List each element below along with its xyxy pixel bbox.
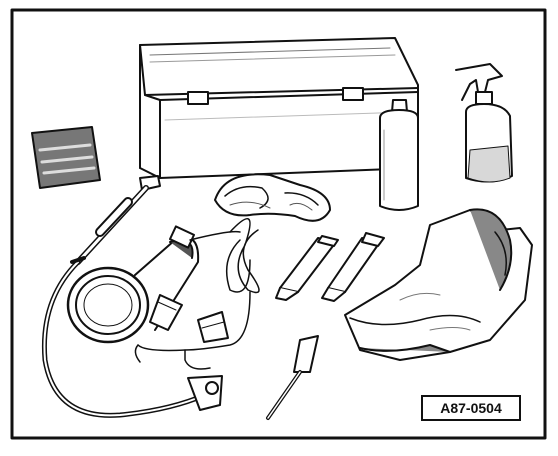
lamp-cable xyxy=(134,218,260,370)
injector-probe xyxy=(266,335,319,420)
figure-reference-code: A87-0504 xyxy=(421,395,521,421)
figure-frame xyxy=(10,8,547,440)
dye-cartridge-1 xyxy=(275,235,339,301)
injector-hose xyxy=(41,175,223,418)
carry-case xyxy=(139,37,419,179)
spray-bottle xyxy=(455,63,513,183)
uv-lamp xyxy=(66,225,200,344)
safety-goggles xyxy=(214,173,331,222)
dye-bottle xyxy=(379,99,419,211)
case-latch-right xyxy=(342,87,364,101)
instruction-card xyxy=(31,126,101,189)
dye-cartridge-2 xyxy=(321,232,385,302)
case-latch-left xyxy=(187,91,209,105)
battery-clip-right xyxy=(197,311,229,343)
battery-clip-left xyxy=(149,294,183,331)
protective-glove xyxy=(344,208,533,361)
